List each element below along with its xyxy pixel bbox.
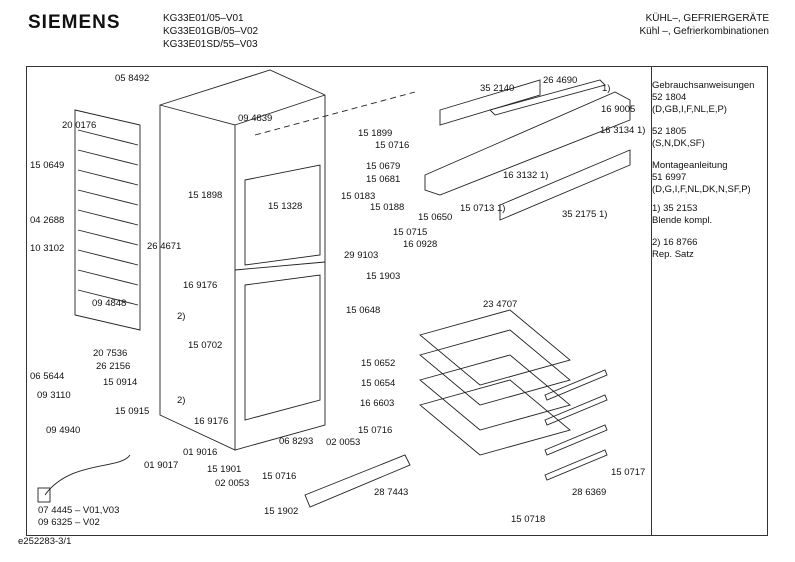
part-label: 26 2156	[96, 361, 131, 372]
category-title: KÜHL–, GEFRIERGERÄTE	[645, 13, 769, 24]
part-label: 2)	[177, 311, 186, 322]
part-label: 15 0716	[358, 425, 393, 436]
part-label: 15 1902	[264, 506, 299, 517]
part-label: 15 0716	[262, 471, 297, 482]
part-label: 09 4839	[238, 113, 273, 124]
part-label: 15 0654	[361, 378, 396, 389]
part-label: 23 4707	[483, 299, 518, 310]
part-label: 01 9017	[144, 460, 179, 471]
part-label: 15 0702	[188, 340, 223, 351]
side-note: 52 1805	[652, 126, 687, 137]
part-label: 09 6325 – V02	[38, 517, 100, 528]
part-label: 15 0915	[115, 406, 150, 417]
part-label: 15 0188	[370, 202, 405, 213]
part-label: 10 3102	[30, 243, 65, 254]
part-label: 15 0648	[346, 305, 381, 316]
part-label: 15 1328	[268, 201, 303, 212]
part-label: 06 8293	[279, 436, 314, 447]
part-label: 1)	[602, 83, 611, 94]
part-label: 16 3134 1)	[600, 125, 646, 136]
part-label: 15 0681	[366, 174, 401, 185]
part-label: 15 0717	[611, 467, 646, 478]
part-label: 02 0053	[326, 437, 361, 448]
part-label: 15 1899	[358, 128, 393, 139]
part-label: 09 4940	[46, 425, 81, 436]
document-id: e252283-3/1	[18, 536, 72, 547]
diagram-frame	[26, 66, 768, 536]
part-label: 35 2140	[480, 83, 515, 94]
side-note: 2) 16 8766	[652, 237, 698, 248]
part-label: 15 0183	[341, 191, 376, 202]
side-note: Montageanleitung	[652, 160, 728, 171]
part-label: 15 1901	[207, 464, 242, 475]
side-note: (D,G,I,F,NL,DK,N,SF,P)	[652, 184, 751, 195]
part-label: 07 4445 – V01,V03	[38, 505, 120, 516]
part-label: 15 0679	[366, 161, 401, 172]
part-label: 20 7536	[93, 348, 128, 359]
part-label: 15 1898	[188, 190, 223, 201]
part-label: 16 9005	[601, 104, 636, 115]
side-note: 1) 35 2153	[652, 203, 698, 214]
part-label: 15 0713 1)	[460, 203, 506, 214]
part-label: 01 9016	[183, 447, 218, 458]
part-label: 09 4848	[92, 298, 127, 309]
part-label: 16 0928	[403, 239, 438, 250]
side-note: 51 6997	[652, 172, 687, 183]
side-note: Rep. Satz	[652, 249, 694, 260]
side-note: Blende kompl.	[652, 215, 713, 226]
part-label: 06 5644	[30, 371, 65, 382]
category-subtitle: Kühl –, Gefrierkombinationen	[639, 26, 769, 37]
part-label: 35 2175 1)	[562, 209, 608, 220]
part-label: 15 0650	[418, 212, 453, 223]
part-label: 15 0716	[375, 140, 410, 151]
side-note: 52 1804	[652, 92, 687, 103]
part-label: 15 0914	[103, 377, 138, 388]
part-label: 20 0176	[62, 120, 97, 131]
frame-divider	[651, 66, 652, 536]
model-number-2: KG33E01GB/05–V02	[163, 26, 259, 37]
brand-logo: SIEMENS	[28, 12, 121, 33]
part-label: 15 1903	[366, 271, 401, 282]
part-label: 15 0652	[361, 358, 396, 369]
part-label: 15 0715	[393, 227, 428, 238]
model-number-3: KG33E01SD/55–V03	[163, 39, 258, 50]
part-label: 16 6603	[360, 398, 395, 409]
part-label: 15 0649	[30, 160, 65, 171]
part-label: 28 6369	[572, 487, 607, 498]
part-label: 09 3110	[37, 390, 71, 401]
part-label: 15 0718	[511, 514, 546, 525]
part-label: 16 9176	[194, 416, 229, 427]
model-number-1: KG33E01/05–V01	[163, 13, 244, 24]
part-label: 16 9176	[183, 280, 218, 291]
part-label: 2)	[177, 395, 186, 406]
part-label: 26 4690	[543, 75, 578, 86]
part-label: 28 7443	[374, 487, 409, 498]
part-label: 26 4671	[147, 241, 182, 252]
side-note: Gebrauchsanweisungen	[652, 80, 755, 91]
part-label: 29 9103	[344, 250, 379, 261]
side-note: (S,N,DK,SF)	[652, 138, 705, 149]
part-label: 16 3132 1)	[503, 170, 549, 181]
part-label: 02 0053	[215, 478, 250, 489]
part-label: 05 8492	[115, 73, 150, 84]
side-note: (D,GB,I,F,NL,E,P)	[652, 104, 727, 115]
part-label: 04 2688	[30, 215, 65, 226]
